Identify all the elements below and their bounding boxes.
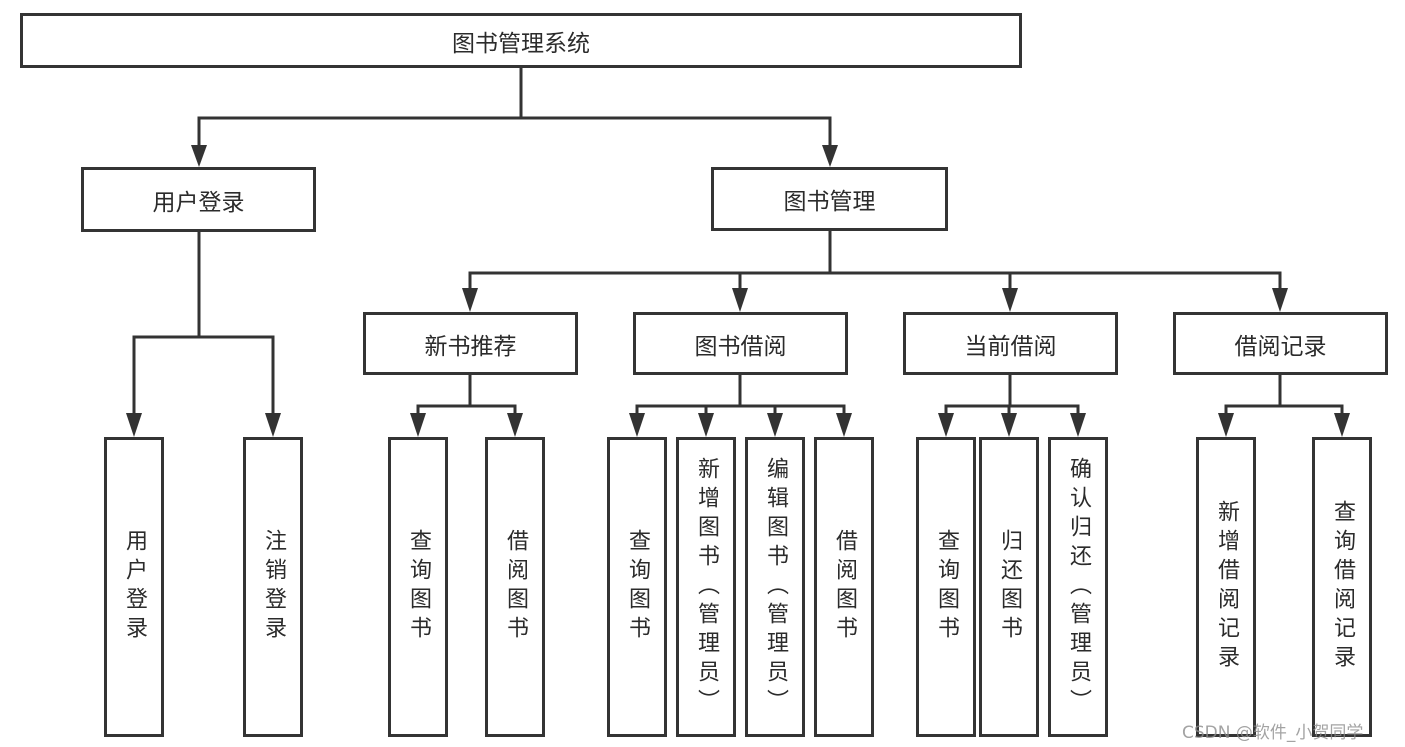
leaf-return-book: 归还图书 — [979, 437, 1039, 737]
leaf-add-book-admin: 新增图书（管理员） — [676, 437, 736, 737]
leaf-query-borrow-record: 查询借阅记录 — [1312, 437, 1372, 737]
node-new-book-recommend-label: 新书推荐 — [424, 333, 517, 360]
leaf-query-borrow-record-label: 查询借阅记录 — [1330, 500, 1355, 674]
leaf-query-books-current: 查询图书 — [916, 437, 976, 737]
leaf-query-books-recommend: 查询图书 — [388, 437, 448, 737]
leaf-query-books-borrow-label: 查询图书 — [625, 529, 650, 645]
leaf-add-borrow-record-label: 新增借阅记录 — [1214, 500, 1239, 674]
leaf-logout-label: 注销登录 — [261, 529, 286, 645]
leaf-borrow-books-recommend: 借阅图书 — [485, 437, 545, 737]
leaf-edit-book-admin-label: 编辑图书（管理员） — [763, 456, 788, 718]
leaf-borrow-books-borrow: 借阅图书 — [814, 437, 874, 737]
leaf-logout: 注销登录 — [243, 437, 303, 737]
leaf-borrow-books-recommend-label: 借阅图书 — [503, 529, 528, 645]
leaf-return-book-label: 归还图书 — [997, 529, 1022, 645]
node-book-management: 图书管理 — [711, 167, 948, 231]
leaf-confirm-return-admin: 确认归还（管理员） — [1048, 437, 1108, 737]
leaf-user-login: 用户登录 — [104, 437, 164, 737]
node-root: 图书管理系统 — [20, 13, 1022, 68]
leaf-add-book-admin-label: 新增图书（管理员） — [694, 456, 719, 718]
leaf-query-books-recommend-label: 查询图书 — [406, 529, 431, 645]
leaf-edit-book-admin: 编辑图书（管理员） — [745, 437, 805, 737]
csdn-watermark: CSDN @软件_小贺同学 — [1182, 723, 1364, 743]
node-book-management-label: 图书管理 — [783, 189, 876, 215]
leaf-query-books-current-label: 查询图书 — [934, 529, 959, 645]
node-book-borrow-label: 图书借阅 — [694, 333, 787, 360]
node-new-book-recommend: 新书推荐 — [363, 312, 578, 375]
node-borrow-records-label: 借阅记录 — [1234, 333, 1327, 360]
node-current-borrow-label: 当前借阅 — [964, 333, 1057, 360]
leaf-add-borrow-record: 新增借阅记录 — [1196, 437, 1256, 737]
leaf-confirm-return-admin-label: 确认归还（管理员） — [1066, 456, 1091, 718]
leaf-query-books-borrow: 查询图书 — [607, 437, 667, 737]
node-borrow-records: 借阅记录 — [1173, 312, 1388, 375]
node-user-login-label: 用户登录 — [152, 189, 245, 216]
arrowhead-icons — [126, 145, 1350, 437]
leaf-user-login-label: 用户登录 — [122, 529, 147, 645]
node-user-login: 用户登录 — [81, 167, 316, 232]
leaf-borrow-books-borrow-label: 借阅图书 — [832, 529, 857, 645]
node-current-borrow: 当前借阅 — [903, 312, 1118, 375]
node-book-borrow: 图书借阅 — [633, 312, 848, 375]
node-root-label: 图书管理系统 — [452, 30, 590, 57]
